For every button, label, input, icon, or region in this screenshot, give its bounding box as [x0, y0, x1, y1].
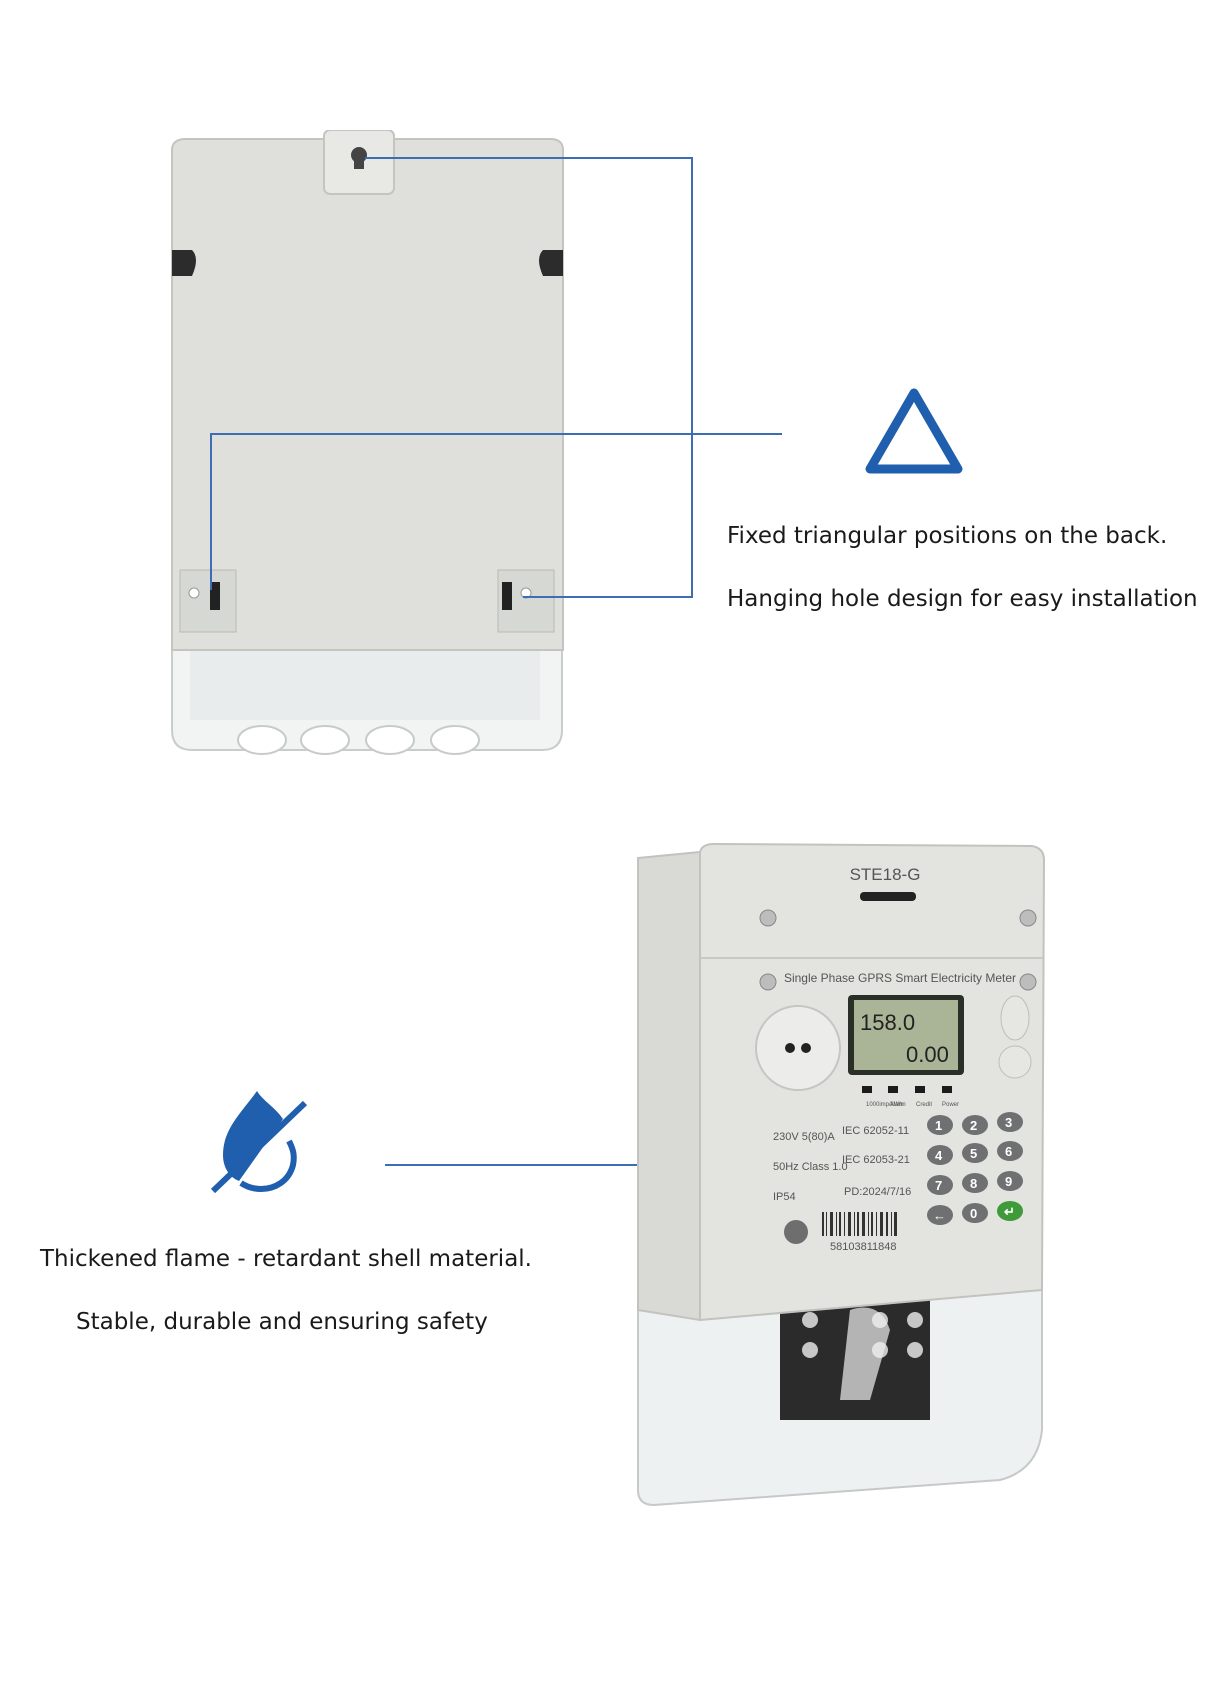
meter-model-label: STE18-G: [850, 865, 921, 884]
back-feature-line1: Fixed triangular positions on the back.: [727, 523, 1168, 549]
key-0: 0: [970, 1206, 977, 1221]
triangle-icon: [865, 388, 963, 474]
meter-serial: 58103811848: [830, 1241, 896, 1253]
meter-subtitle-label: Single Phase GPRS Smart Electricity Mete…: [784, 971, 1016, 985]
back-feature-line2: Hanging hole design for easy installatio…: [727, 586, 1198, 612]
spec-freq-class: 50Hz Class 1.0: [773, 1161, 848, 1173]
key-2: 2: [970, 1118, 977, 1133]
shell-feature-line2: Stable, durable and ensuring safety: [76, 1309, 488, 1335]
indicator-label-1: 1000imp/kWh: [866, 1102, 903, 1108]
key-enter: ↵: [1004, 1204, 1015, 1219]
indicator-label-3: Credit: [916, 1102, 932, 1108]
key-9: 9: [1005, 1174, 1012, 1189]
key-8: 8: [970, 1176, 977, 1191]
meter-keypad: 1 2 3 4 5 6 7 8 9 ← 0 ↵: [927, 1112, 1023, 1225]
key-7: 7: [935, 1178, 942, 1193]
spec-std1: IEC 62052-11: [842, 1125, 909, 1137]
key-1: 1: [935, 1118, 942, 1133]
key-back: ←: [933, 1208, 946, 1223]
spec-pd: PD:2024/7/16: [844, 1186, 911, 1198]
key-3: 3: [1005, 1115, 1012, 1130]
key-5: 5: [970, 1146, 977, 1161]
lcd-top-reading: 158.0: [860, 1010, 915, 1035]
key-4: 4: [935, 1148, 943, 1163]
spec-std2: IEC 62053-21: [842, 1154, 910, 1166]
shell-feature-line1: Thickened flame - retardant shell materi…: [40, 1246, 532, 1272]
key-6: 6: [1005, 1144, 1012, 1159]
meter-front-image: STE18-G Single Phase GPRS Smart Electric…: [637, 842, 1046, 1507]
flame-water-icon: [210, 1091, 308, 1194]
spec-rating: 230V 5(80)A: [773, 1131, 835, 1143]
spec-ip: IP54: [773, 1191, 796, 1203]
indicator-label-4: Power: [942, 1102, 959, 1108]
meter-back-image: [171, 130, 564, 755]
indicator-label-2: Alarm: [890, 1102, 906, 1108]
callout-lines-back: [210, 157, 782, 598]
lcd-bottom-reading: 0.00: [906, 1042, 949, 1067]
